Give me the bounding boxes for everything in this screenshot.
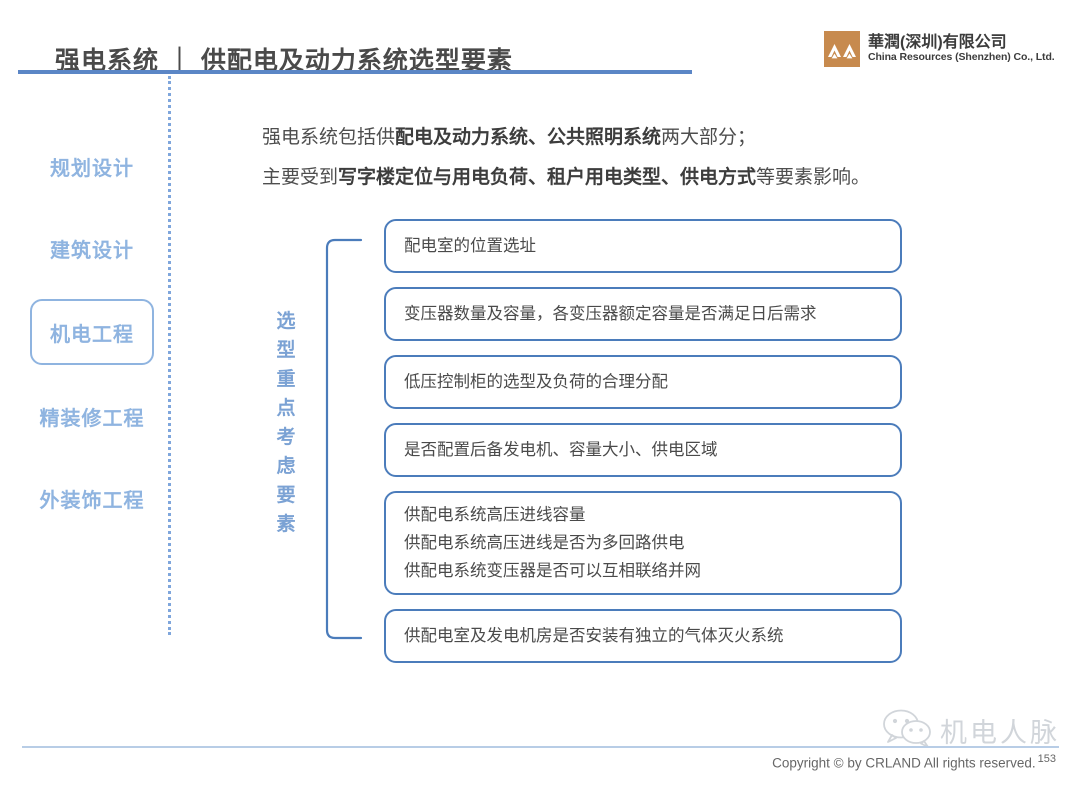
footer-divider-rule [22,746,1059,748]
intro-line2-bold: 写字楼定位与用电负荷、租户用电类型、供电方式 [338,167,757,188]
copyright-text: Copyright © by CRLAND All rights reserve… [772,755,1036,771]
item-line: 供配电系统高压进线容量 [404,506,586,524]
china-resources-mountain-logo-icon [824,31,860,67]
item-box-text: 配电室的位置选址 [404,232,882,260]
intro-paragraph: 强电系统包括供配电及动力系统、公共照明系统两大部分； 主要受到写字楼定位与用电负… [262,118,962,198]
intro-line1-text1: 强电系统包括供 [262,127,396,148]
item-line: 供配电系统变压器是否可以互相联络并网 [404,562,701,580]
sidebar-item-label: 外装饰工程 [39,489,145,512]
item-box[interactable]: 配电室的位置选址 [384,219,902,273]
sidebar-item-facade-engineering[interactable]: 外装饰工程 [18,457,166,539]
sidebar-item-label: 建筑设计 [50,239,134,262]
sidebar-dotted-divider [168,76,171,635]
vertical-section-label: 选型重点考虑要素 [276,311,296,535]
watermark: 机电人脉 [882,708,1060,753]
sidebar-item-label: 规划设计 [50,157,134,180]
sidebar-item-mep-engineering[interactable]: 机电工程 [30,299,154,365]
intro-line-2: 主要受到写字楼定位与用电负荷、租户用电类型、供电方式等要素影响。 [262,158,962,198]
grouping-bracket [325,238,363,640]
sidebar-item-label: 机电工程 [50,323,134,346]
item-box-text: 供配电系统高压进线容量 供配电系统高压进线是否为多回路供电 供配电系统变压器是否… [404,501,882,585]
item-box-text: 低压控制柜的选型及负荷的合理分配 [404,368,882,396]
item-box[interactable]: 是否配置后备发电机、容量大小、供电区域 [384,423,902,477]
item-box[interactable]: 供配电室及发电机房是否安装有独立的气体灭火系统 [384,609,902,663]
item-line: 供配电室及发电机房是否安装有独立的气体灭火系统 [404,627,784,645]
intro-line-1: 强电系统包括供配电及动力系统、公共照明系统两大部分； [262,118,962,158]
selection-items-list: 配电室的位置选址 变压器数量及容量，各变压器额定容量是否满足日后需求 低压控制柜… [384,219,902,677]
intro-line1-text2: 两大部分； [661,127,757,148]
item-box[interactable]: 变压器数量及容量，各变压器额定容量是否满足日后需求 [384,287,902,341]
intro-line2-text1: 主要受到 [262,167,339,188]
page-number: 153 [1037,753,1056,765]
item-line: 变压器数量及容量，各变压器额定容量是否满足日后需求 [404,305,817,323]
sidebar-nav: 规划设计 建筑设计 机电工程 精装修工程 外装饰工程 [18,125,166,539]
company-name-cn: 華潤(深圳)有限公司 [868,34,1007,52]
item-box[interactable]: 低压控制柜的选型及负荷的合理分配 [384,355,902,409]
sidebar-item-planning-design[interactable]: 规划设计 [18,125,166,207]
sidebar-item-fitout-engineering[interactable]: 精装修工程 [18,375,166,457]
sidebar-item-architecture-design[interactable]: 建筑设计 [18,207,166,289]
company-logo: 華潤(深圳)有限公司 China Resources (Shenzhen) Co… [824,31,1055,67]
item-line: 配电室的位置选址 [404,237,536,255]
copyright-notice: Copyright © by CRLAND All rights reserve… [772,753,1056,771]
item-box-text: 变压器数量及容量，各变压器额定容量是否满足日后需求 [404,300,882,328]
wechat-icon [882,708,934,753]
item-line: 是否配置后备发电机、容量大小、供电区域 [404,441,718,459]
watermark-text: 机电人脉 [940,718,1060,748]
header-divider-rule [18,70,692,74]
company-logo-text: 華潤(深圳)有限公司 China Resources (Shenzhen) Co… [868,34,1055,64]
intro-line1-bold: 配电及动力系统、公共照明系统 [395,127,662,148]
company-name-en: China Resources (Shenzhen) Co., Ltd. [868,51,1055,64]
item-line: 供配电系统高压进线是否为多回路供电 [404,534,685,552]
item-box-text: 是否配置后备发电机、容量大小、供电区域 [404,436,882,464]
item-box[interactable]: 供配电系统高压进线容量 供配电系统高压进线是否为多回路供电 供配电系统变压器是否… [384,491,902,595]
item-box-text: 供配电室及发电机房是否安装有独立的气体灭火系统 [404,622,882,650]
item-line: 低压控制柜的选型及负荷的合理分配 [404,373,668,391]
intro-line2-text2: 等要素影响。 [756,167,871,188]
sidebar-item-label: 精装修工程 [39,407,145,430]
